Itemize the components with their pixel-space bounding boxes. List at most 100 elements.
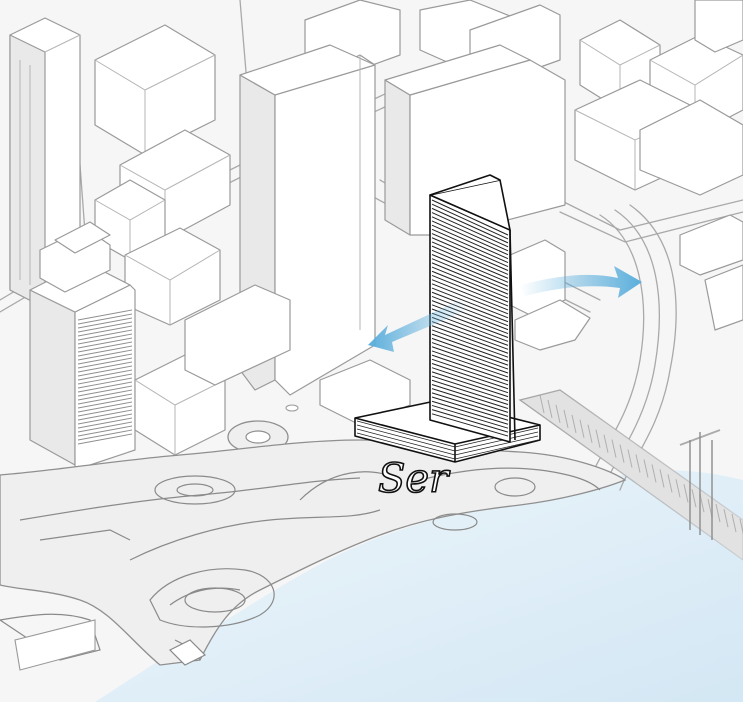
hatch-line xyxy=(431,379,509,405)
hatch-line xyxy=(77,337,133,349)
hatch-line xyxy=(635,454,641,473)
hatch-line xyxy=(675,479,681,498)
hatch-line xyxy=(431,203,509,240)
hatch-line xyxy=(454,431,539,452)
hatch-line xyxy=(431,224,509,260)
hatch-line xyxy=(431,237,509,271)
hatch-line xyxy=(715,504,721,523)
hatch-line xyxy=(611,439,617,458)
bridge xyxy=(518,389,743,561)
hatch-line xyxy=(431,233,509,267)
hatch-line xyxy=(431,228,509,264)
hatch-line xyxy=(77,309,133,321)
hatch-line xyxy=(431,383,509,409)
hatch-line xyxy=(77,361,133,373)
hatch-line xyxy=(77,329,133,341)
hatch-line xyxy=(77,421,133,433)
hatch-line xyxy=(77,313,133,325)
hatch-line xyxy=(77,413,133,425)
hatch-line xyxy=(431,363,509,390)
waterfront-park xyxy=(0,439,627,666)
hatch-line xyxy=(431,342,509,370)
hatch-line xyxy=(431,258,509,291)
highlighted-tower xyxy=(354,174,541,463)
hatch-line xyxy=(431,400,509,425)
hatch-line xyxy=(431,283,509,315)
hatch-line xyxy=(579,419,585,438)
hatch-line xyxy=(431,245,509,279)
hatch-line xyxy=(431,291,509,323)
hatch-line xyxy=(77,425,133,437)
hatch-line xyxy=(431,207,509,244)
hatch-line xyxy=(356,432,456,460)
hatch-line xyxy=(431,241,509,275)
hatch-line xyxy=(595,429,601,448)
hatch-line xyxy=(431,409,509,433)
hatch-line xyxy=(77,345,133,357)
signature-text: Ser xyxy=(378,456,451,502)
hatch-line xyxy=(431,329,509,358)
hatch-line xyxy=(431,270,509,303)
hatch-line xyxy=(739,518,743,535)
harbor-water xyxy=(95,470,743,702)
hatch-line xyxy=(431,388,509,413)
hatch-line xyxy=(431,404,509,429)
hatch-line xyxy=(77,357,133,369)
hatch-line xyxy=(431,333,509,362)
hatch-line xyxy=(431,358,509,386)
hatch-line xyxy=(431,216,509,252)
hatch-line xyxy=(431,199,509,236)
hatch-line xyxy=(431,325,509,354)
hatch-line xyxy=(619,444,625,463)
shore-point xyxy=(14,619,207,671)
hatch-line xyxy=(431,375,509,402)
hatch-line xyxy=(431,295,509,327)
arrow-left xyxy=(368,300,468,352)
hatch-line xyxy=(77,385,133,397)
hatch-line xyxy=(77,369,133,381)
hatch-line xyxy=(431,367,509,394)
hatch-line xyxy=(77,433,133,445)
hatch-line xyxy=(77,317,133,329)
hatch-line xyxy=(431,392,509,417)
hatch-line xyxy=(431,413,509,437)
hatch-line xyxy=(431,279,509,311)
hatch-line xyxy=(431,287,509,319)
hatch-line xyxy=(431,321,509,350)
hatch-line xyxy=(667,474,673,493)
hatch-line xyxy=(431,262,509,295)
hatch-line xyxy=(454,435,539,456)
hatch-line xyxy=(431,354,509,382)
view-corridor-arrows xyxy=(368,266,642,352)
hatch-line xyxy=(431,346,509,374)
hatch-line xyxy=(643,459,649,478)
hatch-line xyxy=(454,439,539,460)
hatch-line xyxy=(431,337,509,366)
hatch-line xyxy=(431,254,509,287)
striped-left-tower xyxy=(29,221,136,471)
background-blocks xyxy=(94,0,743,331)
hatch-line xyxy=(431,350,509,378)
hatch-line xyxy=(77,373,133,385)
hatch-line xyxy=(356,420,456,448)
hatch-line xyxy=(431,212,509,248)
low-blocks xyxy=(134,239,591,456)
hatch-line xyxy=(431,396,509,421)
hatch-line xyxy=(563,409,569,428)
hatch-line xyxy=(77,353,133,365)
hatch-line xyxy=(691,489,697,508)
arrow-right xyxy=(520,266,642,298)
hatch-line xyxy=(431,316,509,346)
hatch-line xyxy=(659,469,665,488)
hatch-line xyxy=(431,220,509,256)
hatch-line xyxy=(587,424,593,443)
hatch-line xyxy=(77,429,133,441)
hatch-line xyxy=(77,325,133,337)
hatch-line xyxy=(539,394,545,414)
hatch-line xyxy=(627,449,633,468)
hatch-line xyxy=(555,404,561,424)
hatch-line xyxy=(431,300,509,331)
hatch-line xyxy=(77,377,133,389)
hatch-line xyxy=(431,249,509,283)
hatch-line xyxy=(431,266,509,299)
